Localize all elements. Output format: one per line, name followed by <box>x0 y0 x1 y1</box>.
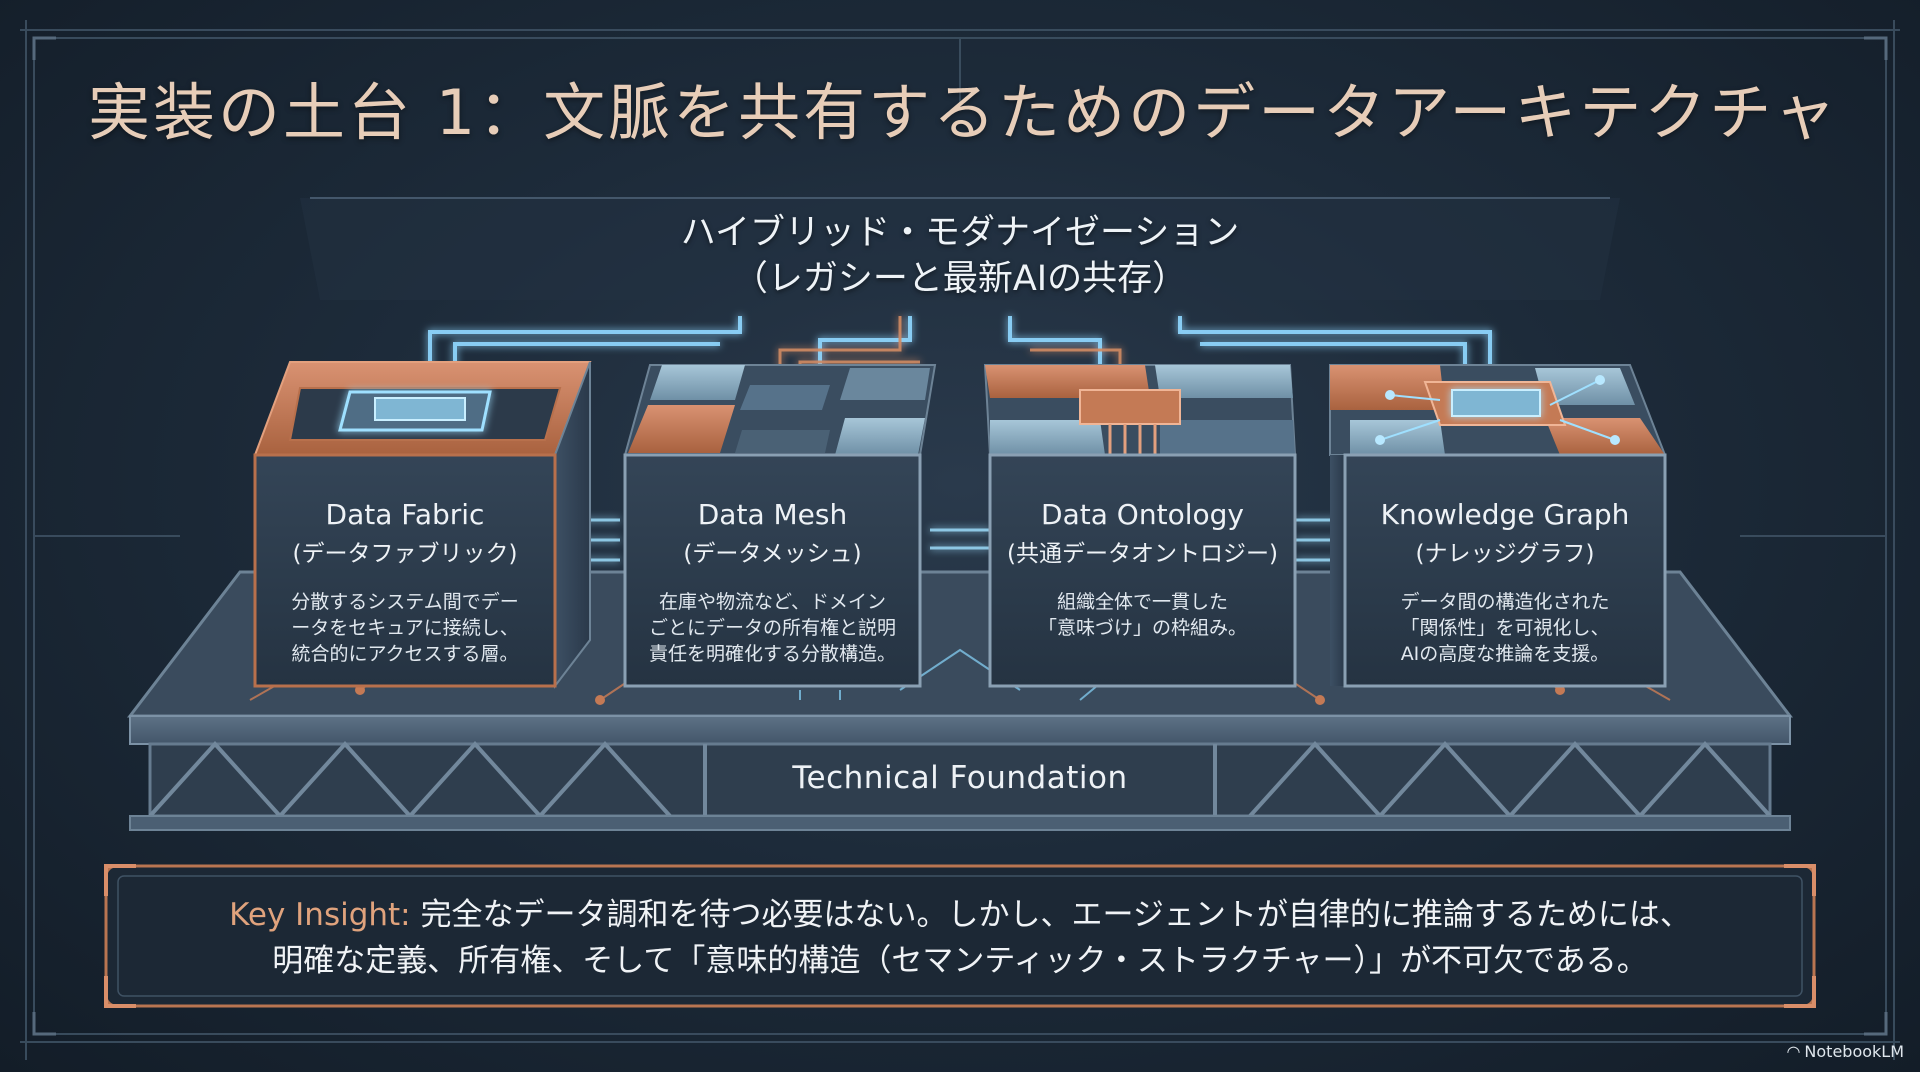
block-subtitle: (データメッシュ) <box>625 537 920 571</box>
notebooklm-branding: ◠NotebookLM <box>1786 1042 1904 1061</box>
hybrid-modernization-heading: ハイブリッド・モダナイゼーション （レガシーと最新AIの共存） <box>560 210 1360 302</box>
block-subtitle: (ナレッジグラフ) <box>1345 537 1665 571</box>
data-mesh-label: Data Mesh (データメッシュ) 在庫や物流など、ドメイン ごとにデータの… <box>625 497 920 667</box>
subtitle-line-2: （レガシーと最新AIの共存） <box>560 256 1360 302</box>
insight-line-2: 明確な定義、所有権、そして「意味的構造（セマンティック・ストラクチャー）」が不可… <box>130 938 1790 984</box>
insight-line-1: Key Insight: 完全なデータ調和を待つ必要はない。しかし、エージェント… <box>130 892 1790 938</box>
brand-text: NotebookLM <box>1804 1042 1904 1061</box>
block-title: Data Ontology <box>990 497 1295 533</box>
block-subtitle: (データファブリック) <box>255 537 555 571</box>
block-description: 組織全体で一貫した 「意味づけ」の枠組み。 <box>990 589 1295 641</box>
insight-prefix: Key Insight: <box>229 897 411 933</box>
notebooklm-icon: ◠ <box>1786 1042 1800 1061</box>
block-description: データ間の構造化された 「関係性」を可視化し、 AIの高度な推論を支援。 <box>1345 589 1665 667</box>
technical-foundation-label: Technical Foundation <box>660 760 1260 796</box>
block-title: Knowledge Graph <box>1345 497 1665 533</box>
key-insight: Key Insight: 完全なデータ調和を待つ必要はない。しかし、エージェント… <box>130 892 1790 984</box>
block-description: 分散するシステム間でデー ータをセキュアに接続し、 統合的にアクセスする層。 <box>255 589 555 667</box>
block-title: Data Fabric <box>255 497 555 533</box>
block-title: Data Mesh <box>625 497 920 533</box>
insight-text-1: 完全なデータ調和を待つ必要はない。しかし、エージェントが自律的に推論するためには… <box>421 897 1691 933</box>
block-subtitle: (共通データオントロジー) <box>990 537 1295 571</box>
block-description: 在庫や物流など、ドメイン ごとにデータの所有権と説明 責任を明確化する分散構造。 <box>625 589 920 667</box>
knowledge-graph-label: Knowledge Graph (ナレッジグラフ) データ間の構造化された 「関… <box>1345 497 1665 667</box>
page-title: 実装の土台 1：文脈を共有するためのデータアーキテクチャ <box>88 62 1848 152</box>
data-fabric-label: Data Fabric (データファブリック) 分散するシステム間でデー ータを… <box>255 497 555 667</box>
data-ontology-label: Data Ontology (共通データオントロジー) 組織全体で一貫した 「意… <box>990 497 1295 641</box>
subtitle-line-1: ハイブリッド・モダナイゼーション <box>560 210 1360 256</box>
